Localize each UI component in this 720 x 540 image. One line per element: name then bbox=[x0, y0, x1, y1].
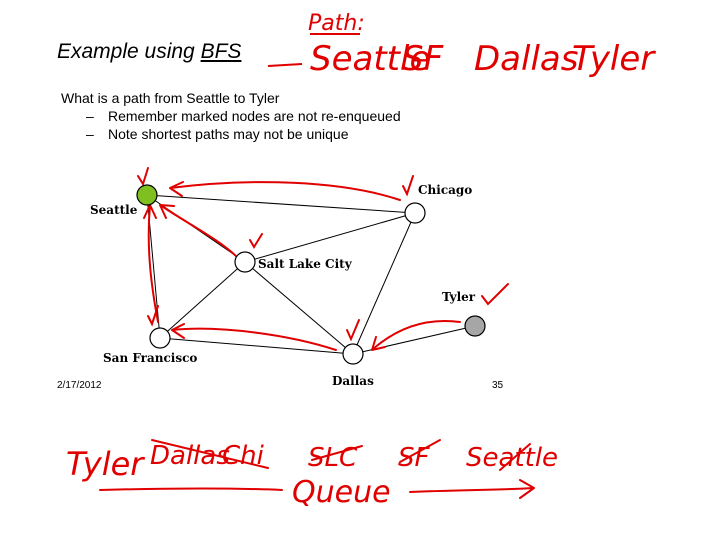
edge-chicago-saltlake bbox=[244, 212, 416, 263]
queue-label: Queue bbox=[292, 475, 391, 510]
path-city-tyler: Tyler bbox=[572, 39, 656, 79]
label-dallas: Dallas bbox=[332, 374, 374, 388]
queue-item-tyler: Tyler bbox=[66, 445, 145, 483]
queue-arrow-right bbox=[409, 479, 535, 499]
strike-slc bbox=[311, 445, 363, 461]
backpointer-arrows bbox=[143, 181, 461, 351]
arrow-slc-to-seattle bbox=[159, 204, 239, 259]
edge-sanfrancisco-dallas bbox=[159, 337, 354, 355]
path-label: Path: bbox=[308, 11, 365, 36]
checkmark-icon bbox=[249, 233, 263, 249]
queue-strikethroughs bbox=[151, 439, 531, 471]
node-salt-lake-city bbox=[234, 251, 256, 273]
bullet-marker: – bbox=[86, 126, 94, 142]
path-underline-stroke bbox=[267, 63, 303, 67]
title-prefix: Example using bbox=[57, 40, 201, 63]
strike-dallas-chi bbox=[151, 439, 269, 469]
check-marks bbox=[137, 167, 509, 342]
bullet-item: –Remember marked nodes are not re-enqueu… bbox=[86, 107, 401, 125]
label-salt-lake-city: Salt Lake City bbox=[258, 257, 353, 271]
node-dallas bbox=[342, 343, 364, 365]
bullet-text: Note shortest paths may not be unique bbox=[108, 126, 349, 142]
checkmark-icon bbox=[147, 305, 159, 327]
edge-seattle-chicago bbox=[146, 194, 416, 214]
node-san-francisco bbox=[149, 327, 171, 349]
graph-nodes bbox=[136, 184, 486, 365]
label-tyler: Tyler bbox=[442, 290, 476, 304]
bullet-list: –Remember marked nodes are not re-enqueu… bbox=[86, 107, 401, 143]
queue-arrow-left bbox=[99, 487, 283, 491]
edge-chicago-dallas bbox=[352, 212, 416, 355]
path-city-dallas: Dallas bbox=[474, 39, 578, 79]
question-text: What is a path from Seattle to Tyler bbox=[61, 90, 280, 106]
node-seattle bbox=[136, 184, 158, 206]
label-san-francisco: San Francisco bbox=[103, 351, 197, 365]
path-city-sf: SF bbox=[402, 39, 444, 79]
strike-seattle bbox=[499, 443, 531, 471]
slide-page-number: 35 bbox=[492, 380, 504, 391]
bullet-marker: – bbox=[86, 108, 94, 124]
queue-arrow bbox=[99, 479, 535, 499]
slide-date: 2/17/2012 bbox=[57, 380, 102, 391]
checkmark-icon bbox=[402, 175, 414, 197]
node-tyler bbox=[464, 315, 486, 337]
queue-item-seattle: Seattle bbox=[466, 443, 558, 473]
edge-saltlake-sanfrancisco bbox=[159, 261, 246, 339]
arrow-dallas-to-sf bbox=[171, 323, 337, 351]
arrow-chicago-to-seattle bbox=[169, 181, 401, 201]
arrow-tyler-to-dallas bbox=[371, 319, 461, 351]
path-city-seattle: Seattle bbox=[310, 39, 430, 79]
graph-edges bbox=[146, 194, 476, 355]
title-bfs: BFS bbox=[200, 40, 242, 63]
arrow-sf-to-seattle bbox=[143, 204, 159, 323]
checkmark-icon bbox=[137, 167, 149, 187]
checkmark-icon bbox=[346, 319, 360, 342]
bullet-text: Remember marked nodes are not re-enqueue… bbox=[108, 108, 401, 124]
bullet-item: –Note shortest paths may not be unique bbox=[86, 125, 401, 143]
label-chicago: Chicago bbox=[418, 183, 472, 197]
edge-saltlake-dallas bbox=[244, 261, 354, 355]
label-seattle: Seattle bbox=[90, 203, 138, 217]
slide-title: Example using BFS bbox=[57, 40, 241, 64]
checkmark-icon bbox=[481, 283, 509, 306]
strike-sf bbox=[399, 439, 441, 463]
node-chicago bbox=[404, 202, 426, 224]
